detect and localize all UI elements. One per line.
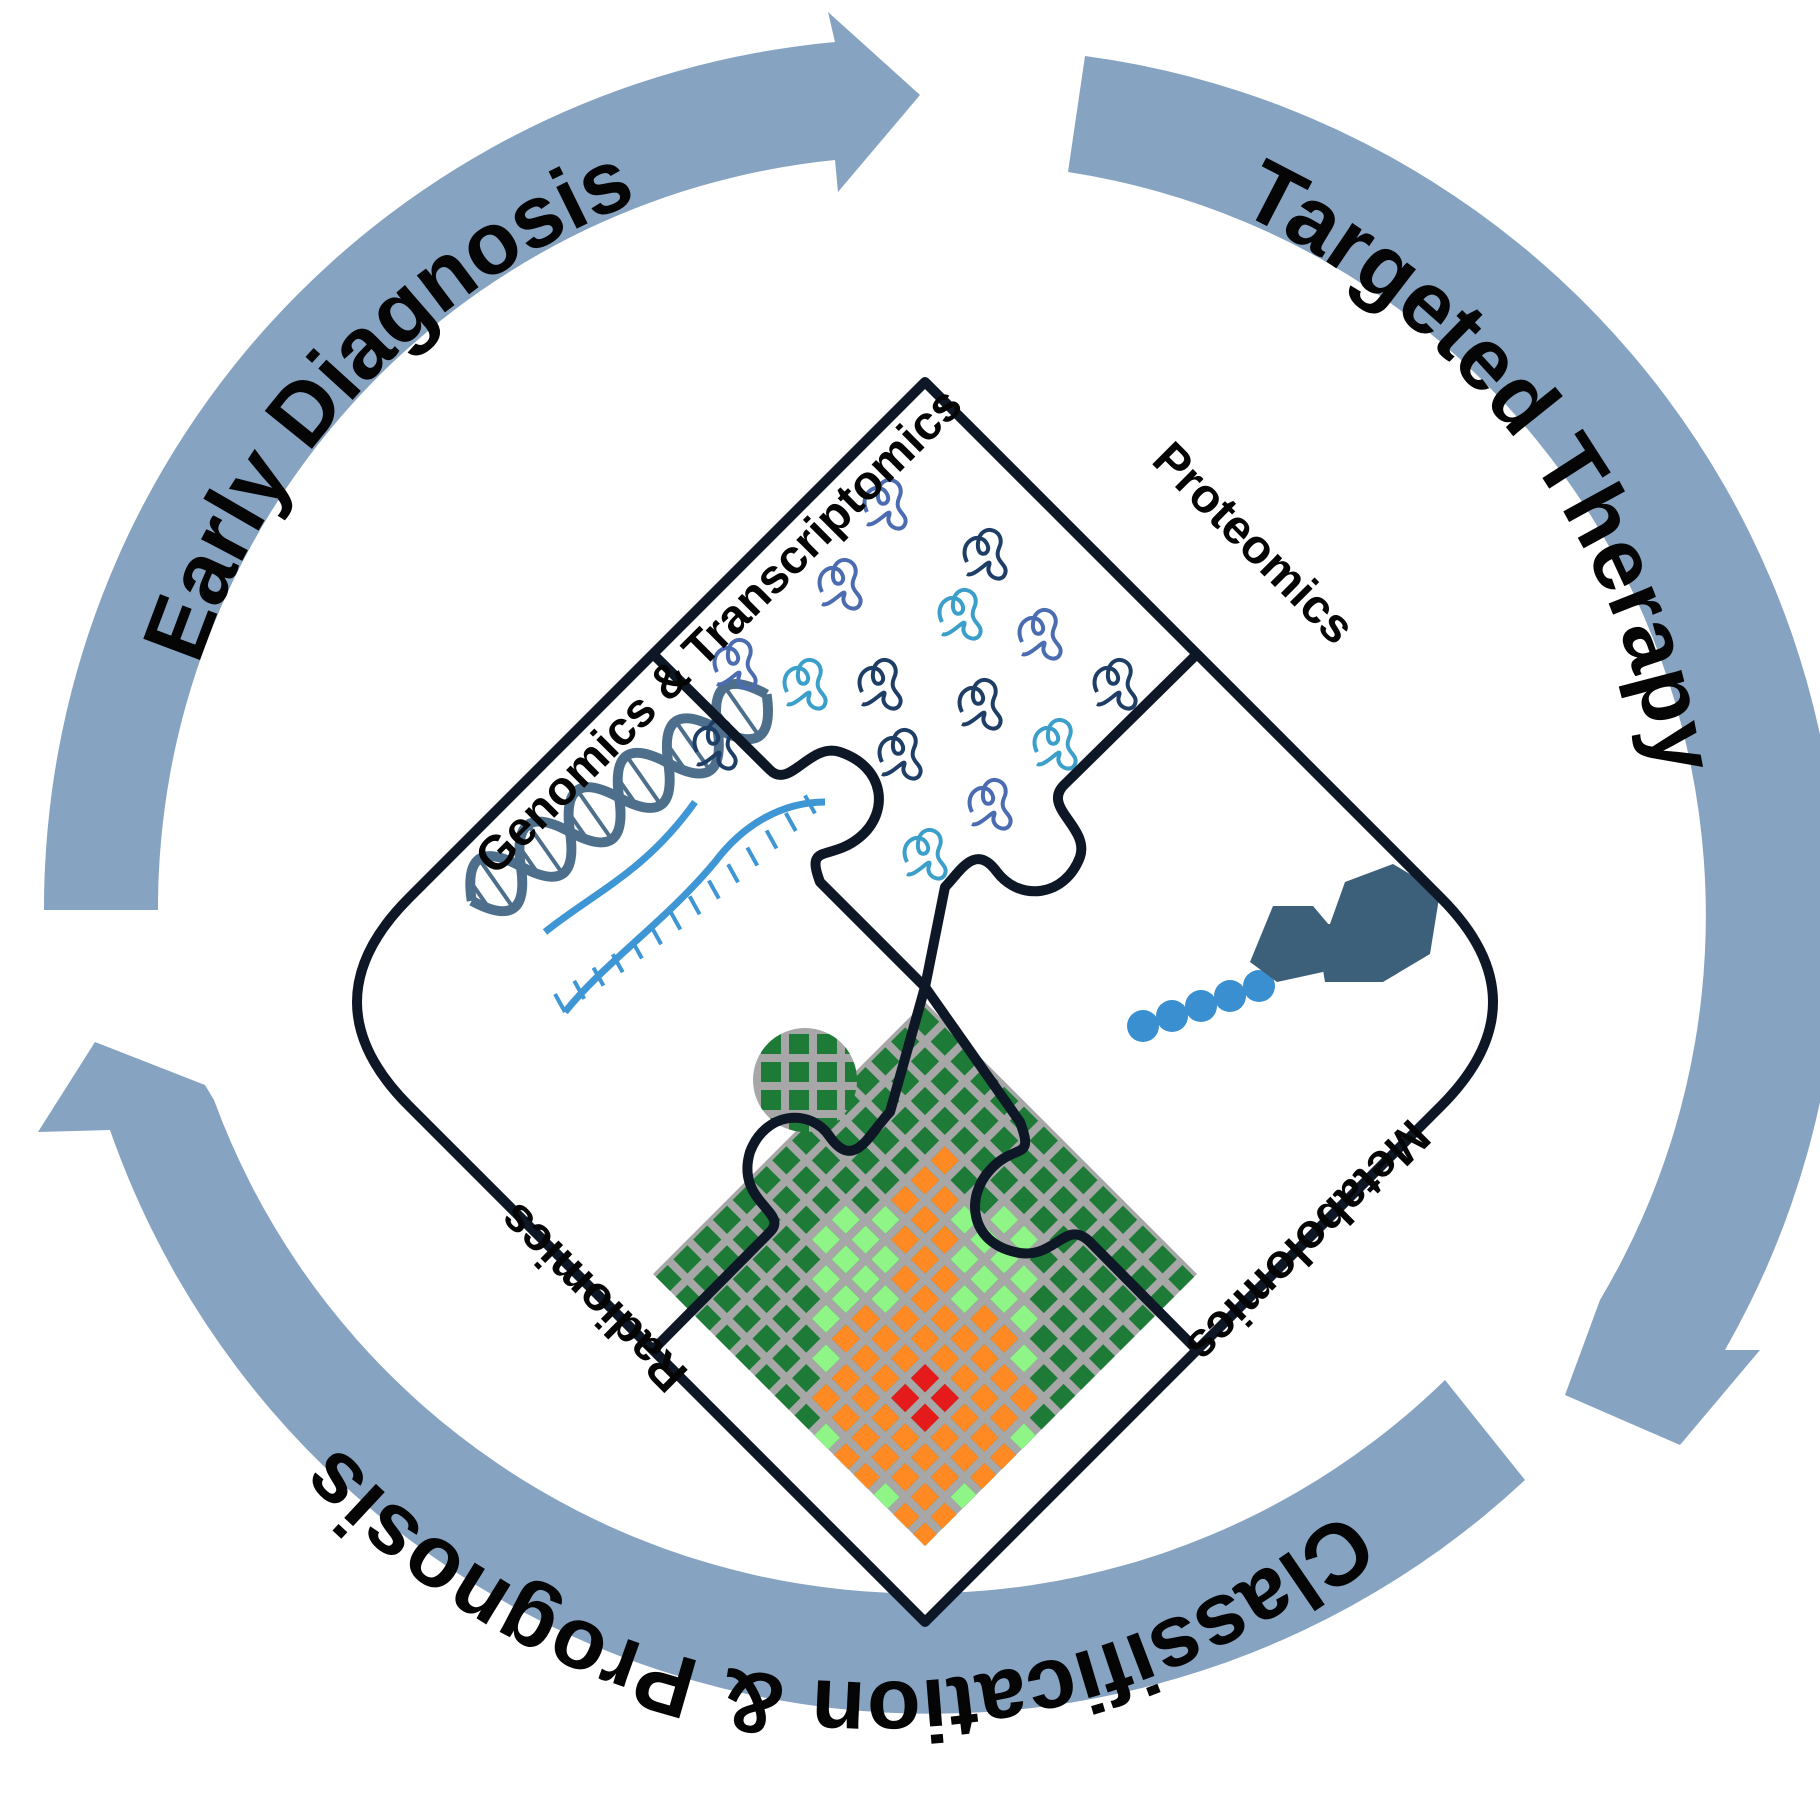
protein-icon: [937, 587, 983, 641]
targeted-therapy-arrow: [1068, 56, 1820, 1445]
protein-icon: [1092, 657, 1138, 711]
metabolite-icon: [1127, 864, 1440, 1042]
early-diagnosis-arrow: [43, 12, 921, 910]
protein-icon: [817, 557, 863, 611]
protein-icon: [712, 637, 758, 691]
cycle-arrows: [38, 12, 1820, 1714]
protein-icon: [1032, 717, 1078, 771]
proteomics-label: Proteomics: [1142, 432, 1364, 654]
protein-icon: [962, 527, 1008, 581]
puzzle-outlines: [352, 377, 1498, 1627]
protein-icon: [692, 717, 738, 771]
protein-icon: [857, 657, 903, 711]
classification-prognosis-arrow: [38, 1042, 1525, 1714]
rna-strands-icon: [542, 794, 826, 1015]
protein-icon: [782, 657, 828, 711]
protein-icon: [902, 827, 948, 881]
protein-icon: [1017, 607, 1063, 661]
early-diagnosis-label: Early Diagnosis: [123, 127, 646, 672]
protein-icon: [957, 677, 1003, 731]
protein-icon: [862, 477, 908, 531]
protein-icons: [692, 477, 1138, 881]
protein-icon: [967, 777, 1013, 831]
protein-icon: [877, 727, 923, 781]
radiomics-knob: [753, 1028, 857, 1132]
